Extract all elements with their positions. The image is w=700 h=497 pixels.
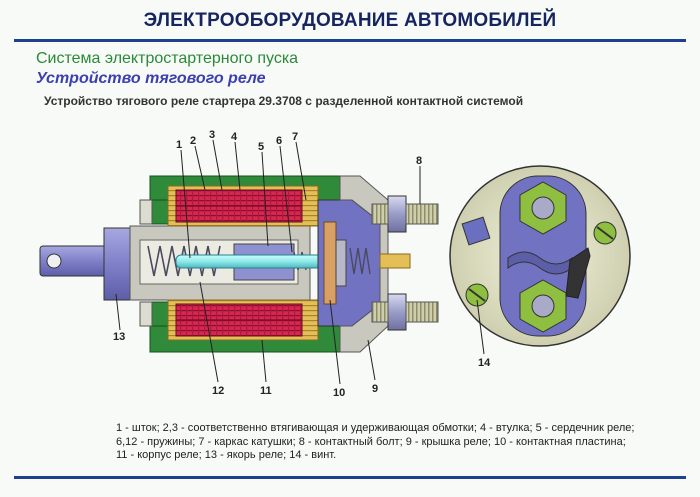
- callout-12: 12: [212, 385, 224, 397]
- end-view-terminal: [565, 247, 591, 299]
- end-view-bolt-bottom: [531, 294, 555, 318]
- flange-top: [139, 199, 153, 225]
- callout-10: 10: [333, 387, 345, 399]
- callout-6: 6: [276, 135, 282, 147]
- bolt-stub-top: [371, 203, 389, 225]
- bolt-thread-top: [405, 203, 439, 225]
- screw-slot-left: [468, 288, 486, 302]
- flange-bottom: [139, 301, 153, 327]
- callout-4: 4: [231, 131, 238, 143]
- callout-14: 14: [478, 357, 491, 369]
- bolt-stub-bottom: [371, 301, 389, 323]
- section-title: Система электростартерного пуска: [36, 50, 299, 67]
- callout-2: 2: [190, 135, 196, 147]
- housing-left-top: [149, 199, 169, 225]
- legend-line: 6,12 - пружины; 7 - каркас катушки; 8 - …: [116, 435, 626, 448]
- legend-line: 1 - шток; 2,3 - соответственно втягивающ…: [116, 422, 635, 434]
- diagram-caption: Устройство тягового реле стартера 29.370…: [44, 94, 524, 108]
- relay-cross-section: [39, 175, 439, 353]
- callout-1: 1: [176, 139, 182, 151]
- top-divider: [14, 39, 686, 42]
- subtitle: Устройство тягового реле: [36, 70, 266, 87]
- legend: 1 - шток; 2,3 - соответственно втягивающ…: [116, 422, 676, 463]
- callout-leaders: [115, 139, 485, 385]
- callout-8: 8: [416, 155, 422, 167]
- end-view-bolt-top: [531, 196, 555, 220]
- terminal-tab: [379, 253, 411, 269]
- callout-5: 5: [258, 141, 264, 153]
- contact-holder: [335, 239, 347, 287]
- contact-plate: [323, 221, 337, 305]
- callout-13: 13: [113, 331, 125, 343]
- legend-line: 11 - корпус реле; 13 - якорь реле; 14 - …: [116, 449, 337, 461]
- bottom-divider: [14, 476, 686, 479]
- return-spring: [147, 245, 221, 277]
- contact-spring: [349, 247, 371, 275]
- contact-bolt-bottom: [371, 293, 439, 331]
- callout-7: 7: [292, 131, 298, 143]
- callout-9: 9: [372, 383, 378, 395]
- callout-3: 3: [209, 129, 215, 141]
- page-title: ЭЛЕКТРООБОРУДОВАНИЕ АВТОМОБИЛЕЙ: [143, 10, 557, 31]
- callout-labels: 1 2 3 4 5 6 7 8 9 10 11 12 13 14: [113, 129, 491, 399]
- bolt-nut-bottom: [387, 293, 407, 331]
- end-view-block: [461, 216, 491, 246]
- callout-11: 11: [260, 385, 272, 397]
- armature-eye: [46, 253, 62, 269]
- relay-end-view: [449, 165, 631, 347]
- contact-bolt-top: [371, 195, 439, 233]
- bolt-nut-top: [387, 195, 407, 233]
- bolt-thread-bottom: [405, 301, 439, 323]
- screw-slot-right: [596, 226, 614, 240]
- housing-left-bottom: [149, 301, 169, 327]
